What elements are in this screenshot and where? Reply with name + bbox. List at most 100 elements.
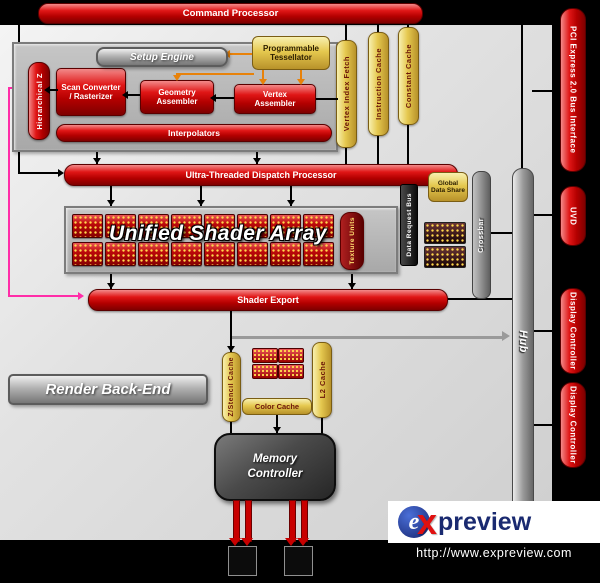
pink-connector — [8, 87, 10, 297]
vertex-assembler-label: Vertex Assembler — [254, 90, 296, 108]
orange-connector — [300, 70, 302, 81]
geometry-assembler-label: Geometry Assembler — [156, 88, 198, 106]
shader-export-label: Shader Export — [237, 295, 299, 305]
l2-cache-block: L2 Cache — [312, 342, 332, 418]
shader-unit — [105, 242, 136, 266]
arrowhead — [107, 283, 115, 289]
scan-converter-block: Scan Converter / Rasterizer — [56, 68, 126, 116]
connector-line — [351, 268, 353, 289]
shader-unit — [72, 242, 103, 266]
logo-x-letter: x — [417, 501, 438, 542]
shader-unit — [303, 242, 334, 266]
global-data-share-label: Global Data Share — [431, 180, 465, 194]
instruction-cache-label: Instruction Cache — [374, 48, 383, 120]
hierarchical-z-label: Hierarchical Z — [34, 72, 44, 130]
arrowhead — [241, 538, 253, 546]
rbe-unit — [252, 348, 278, 363]
render-back-end-label: Render Back-End — [45, 381, 171, 398]
connector-line — [96, 140, 98, 164]
shader-unit — [138, 214, 169, 238]
bus-to-hub-arrow — [232, 336, 504, 339]
shader-unit — [237, 242, 268, 266]
programmable-tessellator-block: Programmable Tessellator — [252, 36, 330, 70]
memory-chips — [228, 546, 313, 576]
logo-e-icon: e — [398, 506, 430, 538]
shader-unit — [72, 214, 103, 238]
arrowhead — [502, 331, 510, 341]
memory-bus-line — [289, 500, 296, 542]
memory-bus-line — [245, 500, 252, 542]
interpolators-label: Interpolators — [168, 128, 220, 138]
arrowhead — [78, 292, 84, 300]
shader-export-block: Shader Export — [88, 289, 448, 311]
shader-unit — [204, 242, 235, 266]
connector-line — [532, 330, 560, 332]
display-controller-2-label: Display Controller — [568, 386, 578, 464]
arrowhead — [107, 200, 115, 206]
data-request-bus-label: Data Request Bus — [405, 193, 413, 257]
arrowhead — [173, 75, 181, 81]
memory-chip — [284, 546, 313, 576]
rbe-unit — [278, 348, 304, 363]
arrowhead — [197, 200, 205, 206]
connector-line — [230, 309, 232, 352]
memory-bus-line — [233, 500, 240, 542]
color-cache-block: Color Cache — [242, 398, 312, 415]
connector-line — [345, 146, 347, 164]
connector-line — [489, 232, 512, 234]
uvd-block: UVD — [560, 186, 586, 246]
z-stencil-cache-label: Z/Stencil Cache — [228, 357, 235, 417]
arrowhead — [285, 538, 297, 546]
setup-engine-title: Setup Engine — [96, 47, 228, 67]
shader-unit — [171, 242, 202, 266]
connector-line — [345, 25, 347, 40]
render-back-end-title: Render Back-End — [8, 374, 208, 405]
arrowhead — [287, 200, 295, 206]
connector-line — [230, 420, 232, 434]
crossbar-label: Crossbar — [478, 217, 485, 253]
texture-units-label: Texture Units — [348, 217, 356, 265]
tessellator-label: Programmable Tessellator — [262, 44, 320, 62]
connector-line — [18, 172, 60, 174]
connector-line — [377, 134, 379, 164]
connector-line — [110, 184, 112, 206]
vertex-assembler-block: Vertex Assembler — [234, 84, 316, 114]
orange-connector — [230, 53, 252, 55]
connector-line — [276, 413, 278, 433]
shader-unit — [138, 242, 169, 266]
shader-unit — [204, 214, 235, 238]
vertex-index-fetch-block: Vertex Index Fetch — [336, 40, 357, 148]
hub-block: Hub — [512, 168, 534, 515]
arrowhead — [58, 169, 64, 177]
site-url: http://www.expreview.com — [416, 546, 572, 560]
display-controller-1-label: Display Controller — [568, 292, 578, 370]
texture-cache-blocks — [424, 222, 466, 268]
shader-array-blocks — [66, 208, 396, 272]
shader-unit — [270, 242, 301, 266]
display-controller-1-block: Display Controller — [560, 288, 586, 374]
arrowhead — [227, 346, 235, 352]
arrowhead — [210, 94, 216, 102]
interpolators-block: Interpolators — [56, 124, 332, 142]
connector-line — [532, 424, 560, 426]
crossbar-block: Crossbar — [472, 171, 491, 299]
command-processor-block: Command Processor — [38, 3, 423, 24]
pink-connector — [8, 295, 80, 297]
scan-converter-label: Scan Converter / Rasterizer — [61, 83, 121, 101]
z-stencil-cache-block: Z/Stencil Cache — [222, 352, 241, 422]
connector-line — [446, 298, 512, 300]
orange-connector — [176, 73, 254, 75]
memory-chip — [228, 546, 257, 576]
rbe-unit — [252, 364, 278, 379]
arrowhead — [259, 79, 267, 85]
hub-label: Hub — [517, 330, 529, 353]
utdp-label: Ultra-Threaded Dispatch Processor — [185, 170, 337, 180]
unified-shader-array-label: Unified Shader Array — [108, 222, 328, 245]
connector-line — [321, 416, 323, 434]
arrowhead — [273, 427, 281, 433]
global-data-share-block: Global Data Share — [428, 172, 468, 202]
rbe-blocks — [252, 348, 304, 379]
constant-cache-label: Constant Cache — [404, 43, 413, 109]
arrowhead — [348, 283, 356, 289]
connector-line — [216, 97, 234, 99]
